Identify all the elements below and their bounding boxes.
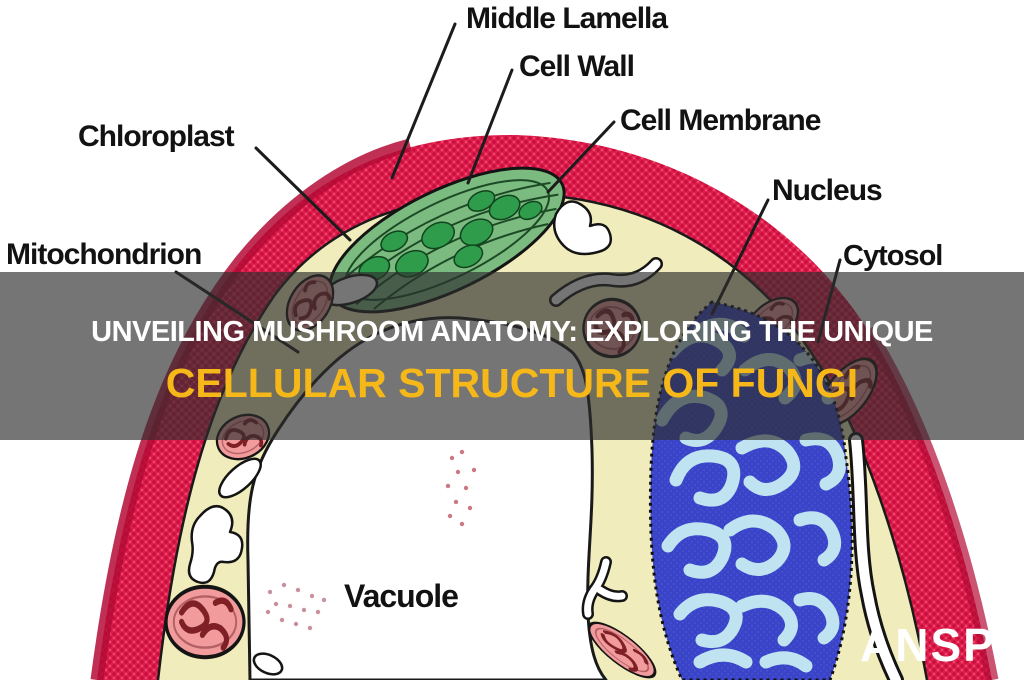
label-cell-wall: Cell Wall bbox=[519, 50, 635, 83]
watermark-text: ANSP bbox=[860, 619, 996, 671]
cell-wall-band bbox=[97, 134, 992, 680]
label-cell-membrane: Cell Membrane bbox=[620, 104, 821, 137]
label-cytosol: Cytosol bbox=[843, 240, 943, 272]
label-vacuole: Vacuole bbox=[344, 578, 459, 614]
label-chloroplast: Chloroplast bbox=[78, 120, 235, 153]
title-banner-overlay: UNVEILING MUSHROOM ANATOMY: EXPLORING TH… bbox=[0, 272, 1024, 440]
banner-title-line2: CELLULAR STRUCTURE OF FUNGI bbox=[165, 360, 859, 406]
vacuole-stipple-dots bbox=[265, 449, 477, 631]
banner-title-line1: UNVEILING MUSHROOM ANATOMY: EXPLORING TH… bbox=[91, 316, 933, 348]
label-middle-lamella: Middle Lamella bbox=[466, 2, 668, 35]
label-nucleus: Nucleus bbox=[772, 174, 883, 207]
label-mitochondrion: Mitochondrion bbox=[6, 238, 202, 271]
